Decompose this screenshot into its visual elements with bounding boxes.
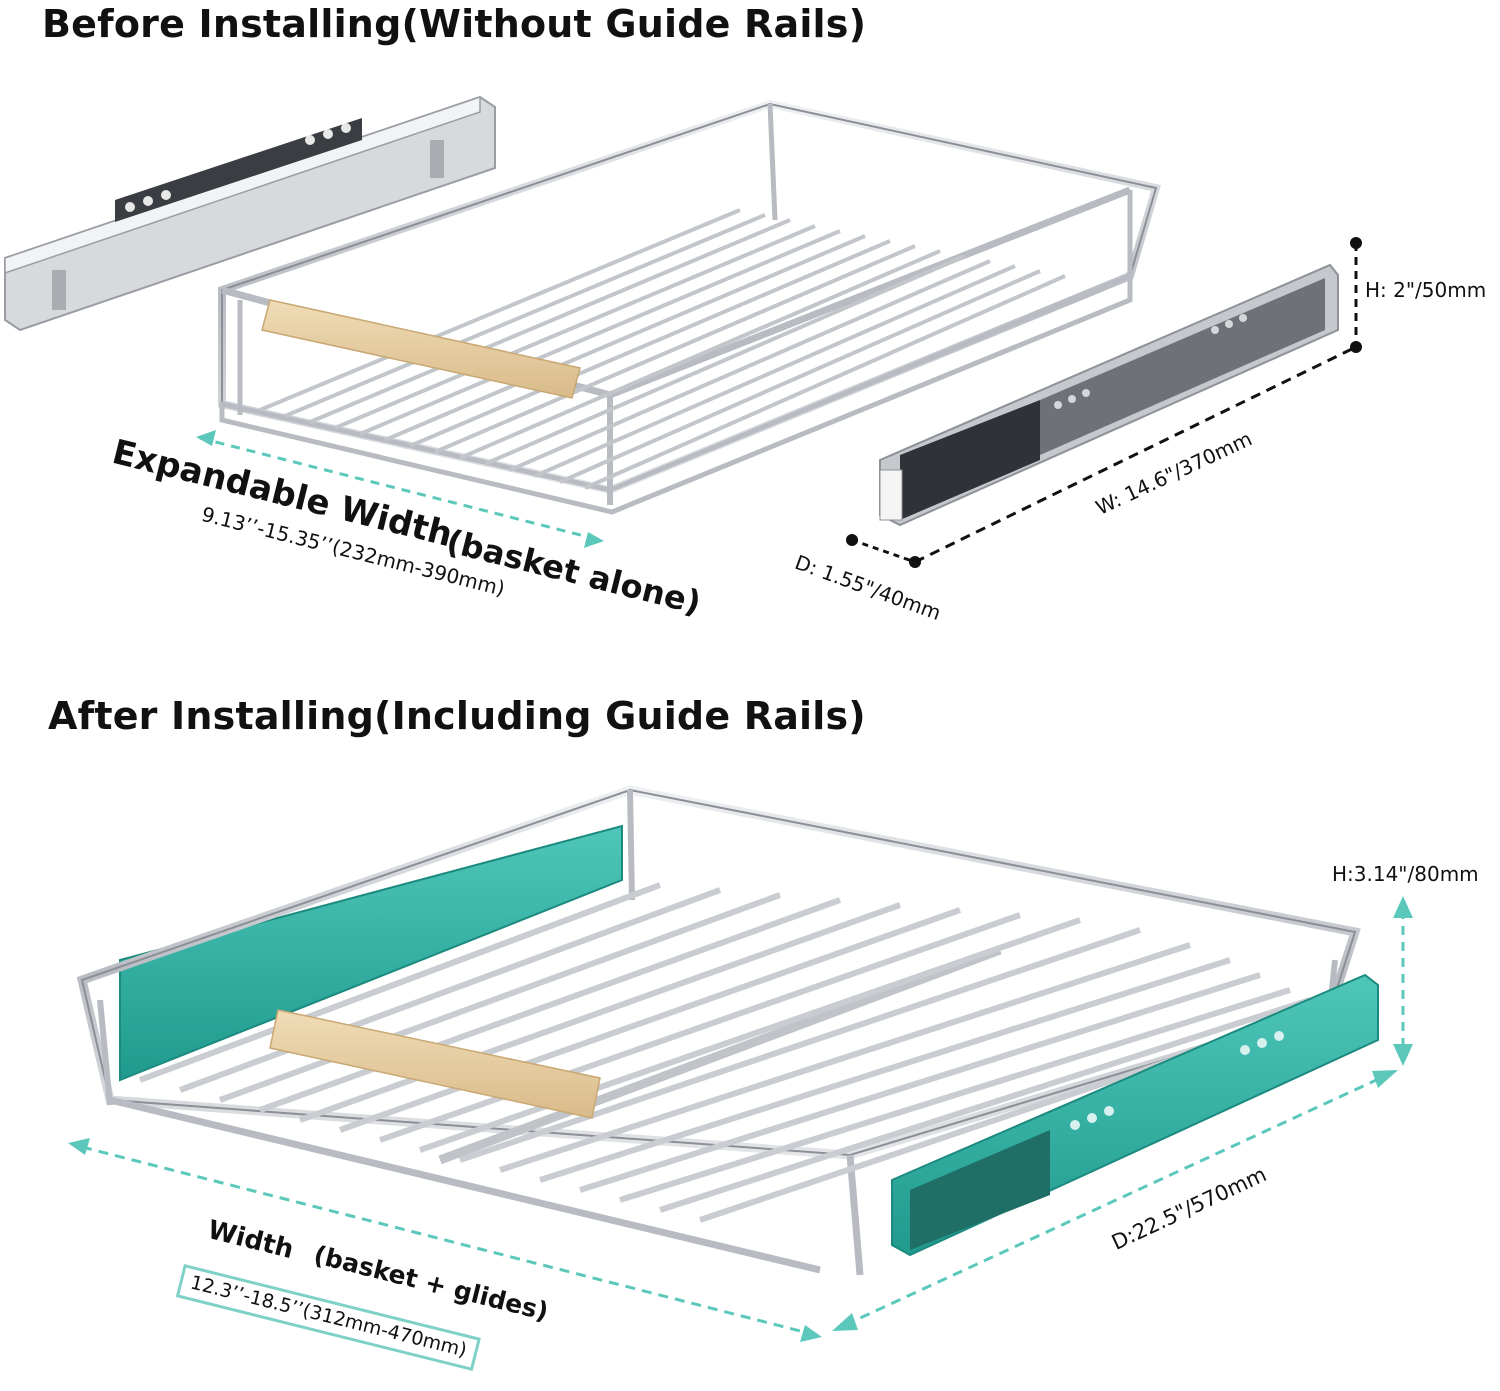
- after-installing-heading: After Installing(Including Guide Rails): [48, 694, 866, 738]
- installed-depth-arrow: [832, 1070, 1398, 1331]
- before-installing-heading: Before Installing(Without Guide Rails): [42, 2, 867, 46]
- wooden-handle: [261, 299, 581, 399]
- left-guide-rail: [4, 95, 496, 332]
- installed-width-arrow: [68, 1138, 822, 1342]
- rail-height-label: H: 2"/50mm: [1365, 278, 1487, 302]
- rail-depth-dimension: [846, 534, 916, 564]
- right-guide-rail: [879, 263, 1339, 527]
- installed-height-label: H:3.14"/80mm: [1332, 862, 1479, 886]
- rail-height-dimension: [1350, 237, 1362, 353]
- right-glide-installed: [891, 973, 1379, 1257]
- installed-height-arrow: [1393, 896, 1413, 1066]
- expandable-width-arrow: [196, 430, 604, 548]
- wooden-handle-installed: [269, 1009, 601, 1119]
